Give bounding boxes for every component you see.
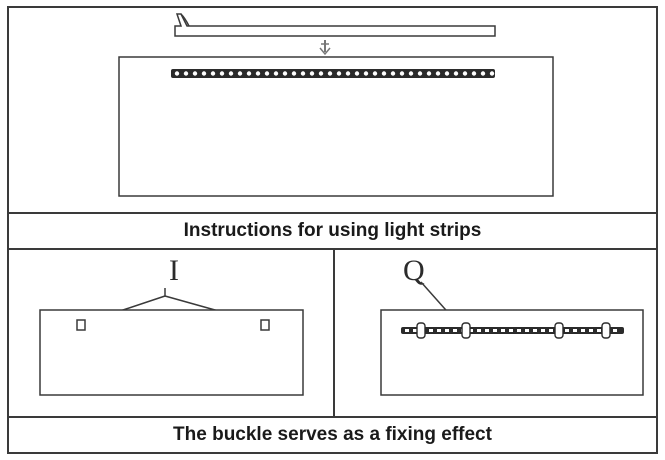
down-arrow-icon xyxy=(319,40,331,56)
led-chip xyxy=(565,329,569,332)
callout-q-label: Q xyxy=(403,254,425,287)
led-chip xyxy=(209,70,216,77)
led-strip xyxy=(171,69,495,78)
led-chip xyxy=(200,70,207,77)
led-chip xyxy=(335,70,342,77)
led-strip-with-buckles xyxy=(401,322,624,339)
led-chip xyxy=(353,70,360,77)
led-chip xyxy=(317,70,324,77)
led-chip xyxy=(344,70,351,77)
led-chip xyxy=(517,329,521,332)
buckle-fixed-illustration: Q xyxy=(380,254,644,396)
led-chip xyxy=(227,70,234,77)
led-chip xyxy=(501,329,505,332)
mounting-board xyxy=(118,56,554,197)
peeling-backing-tape xyxy=(174,13,496,37)
led-chip xyxy=(405,329,409,332)
led-chip xyxy=(443,70,450,77)
led-chip xyxy=(173,70,180,77)
led-chip xyxy=(380,70,387,77)
buckle-fixed-panel: Q xyxy=(335,250,656,416)
strip-body xyxy=(171,69,495,78)
led-chip xyxy=(389,70,396,77)
buckle-mount-panel: I xyxy=(9,250,335,416)
led-chip xyxy=(407,70,414,77)
led-chip xyxy=(425,70,432,77)
led-chip xyxy=(272,70,279,77)
buckle-clip xyxy=(554,322,564,339)
led-chip xyxy=(308,70,315,77)
usage-caption: Instructions for using light strips xyxy=(9,214,656,250)
led-chip xyxy=(452,70,459,77)
led-chip xyxy=(398,70,405,77)
buckle-caption-text: The buckle serves as a fixing effect xyxy=(173,424,492,445)
buckle-clip-right xyxy=(260,319,270,331)
led-chip xyxy=(479,70,486,77)
led-chip xyxy=(281,70,288,77)
buckle-caption: The buckle serves as a fixing effect xyxy=(9,416,656,452)
led-chip xyxy=(581,329,585,332)
application-panel xyxy=(9,8,656,214)
buckle-clip xyxy=(416,322,426,339)
led-chip xyxy=(326,70,333,77)
led-chip xyxy=(493,329,497,332)
led-chip xyxy=(488,70,495,77)
led-chip xyxy=(290,70,297,77)
led-chip xyxy=(613,329,617,332)
led-chip xyxy=(218,70,225,77)
led-chip xyxy=(573,329,577,332)
usage-caption-text: Instructions for using light strips xyxy=(183,220,482,241)
led-chip xyxy=(182,70,189,77)
led-chip xyxy=(470,70,477,77)
led-chip xyxy=(525,329,529,332)
led-chip xyxy=(245,70,252,77)
led-chip xyxy=(445,329,449,332)
callout-i-label: I xyxy=(169,254,179,287)
buckle-clip xyxy=(601,322,611,339)
led-chip xyxy=(549,329,553,332)
led-chip xyxy=(541,329,545,332)
led-chip xyxy=(362,70,369,77)
led-chip xyxy=(589,329,593,332)
led-chip xyxy=(469,329,473,332)
led-chip xyxy=(236,70,243,77)
led-chip xyxy=(299,70,306,77)
diagram-frame: Instructions for using light strips I Q … xyxy=(7,6,658,454)
led-chip xyxy=(191,70,198,77)
led-chip xyxy=(477,329,481,332)
led-chip xyxy=(509,329,513,332)
led-chip xyxy=(429,329,433,332)
led-chip xyxy=(413,329,417,332)
led-chip xyxy=(254,70,261,77)
led-chip xyxy=(263,70,270,77)
buckle-clip xyxy=(461,322,471,339)
led-chip xyxy=(416,70,423,77)
led-chip xyxy=(437,329,441,332)
application-illustration xyxy=(118,13,554,197)
buckle-mount-illustration: I xyxy=(39,254,304,396)
led-chip xyxy=(461,70,468,77)
buckle-clip-left xyxy=(76,319,86,331)
led-chip xyxy=(434,70,441,77)
led-chip xyxy=(533,329,537,332)
led-chip xyxy=(485,329,489,332)
led-chip xyxy=(371,70,378,77)
led-chip xyxy=(453,329,457,332)
led-chip xyxy=(597,329,601,332)
